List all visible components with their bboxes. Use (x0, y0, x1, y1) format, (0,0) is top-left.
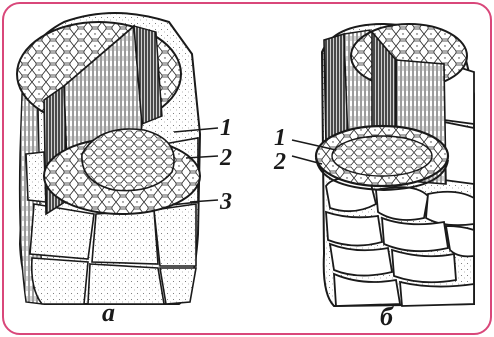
panel-b-drawing (292, 24, 474, 306)
panel-a-drawing (17, 13, 218, 304)
label-a-3: 3 (220, 190, 232, 214)
label-b-2: 2 (274, 150, 286, 174)
panel-a-core (82, 129, 174, 191)
panel-a-letter: а (102, 300, 115, 326)
figure-illustration (4, 4, 490, 333)
panel-b-letter: б (380, 304, 393, 330)
label-a-2: 2 (220, 146, 232, 170)
label-a-1: 1 (220, 116, 232, 140)
label-b-1: 1 (274, 126, 286, 150)
